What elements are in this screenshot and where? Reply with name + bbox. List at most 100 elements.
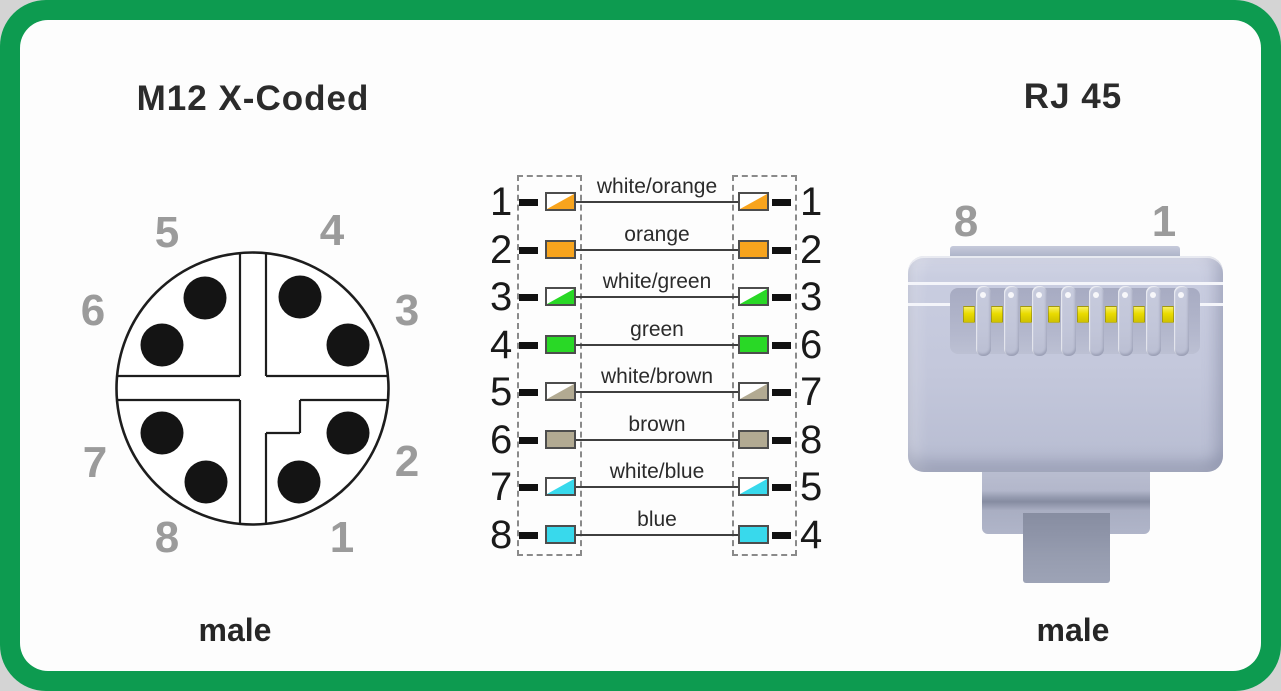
wire-color-box-right [738,287,769,306]
rj45-slot-divider [1145,286,1161,356]
wire-color-box-right [738,382,769,401]
rj45-gold-contact [991,306,1004,323]
wire-line [576,391,738,393]
rj45-contact-slot-area [950,286,1200,356]
m12-title: M12 X-Coded [136,79,370,118]
wire-color-box-left [545,477,576,496]
rj45-gold-contact [1019,306,1032,323]
wire-color-box-right [738,239,769,259]
wire-lead-right [772,484,791,491]
rj45-slot-divider [1117,286,1133,356]
m12-pin-label-8: 8 [154,513,180,562]
wire-line [576,296,738,298]
rj45-pin-label-8: 8 [953,197,979,246]
m12-connector-face [115,251,390,526]
wire-lead-right [772,389,791,396]
wire-color-box-right [738,477,769,496]
rj45-gold-contact [1076,306,1089,323]
m12-pin-label-4: 4 [319,206,345,255]
rj45-pin-number: 8 [800,417,823,462]
m12-pin-number: 8 [490,512,513,557]
wire-row: 6 brown 8 [490,413,830,462]
m12-pin-number: 6 [490,417,513,462]
rj45-pin-number: 5 [800,465,823,509]
wire-lead-left [519,389,538,396]
wire-color-box-left [545,382,576,401]
m12-pins [140,275,370,504]
wire-lead-right [772,294,791,301]
m12-pin-number: 5 [490,370,513,414]
m12-pin-number: 3 [490,275,513,319]
wire-line [576,201,738,203]
wire-name: green [630,317,684,341]
wire-color-box-right [738,429,769,449]
wire-lead-left [519,436,538,444]
wire-lead-right [772,341,791,349]
m12-pin-dot [326,411,370,455]
m12-pin-dot [183,276,227,320]
wire-line [576,486,738,488]
wire-color-box-left [545,524,576,544]
rj45-slot-divider [975,286,991,356]
wire-name: orange [624,222,690,246]
wire-line [576,343,738,346]
m12-pin-label-2: 2 [394,437,420,486]
wire-color-stripe [740,479,767,494]
wire-lead-right [772,199,791,206]
m12-pin-number: 4 [490,322,513,367]
wire-color-box-left [545,429,576,449]
wire-lead-left [519,531,538,539]
wire-lead-left [519,484,538,491]
rj45-slot-divider [1032,286,1048,356]
rj45-cable-stem [1023,513,1110,583]
wire-name: white/orange [596,175,718,198]
wire-lead-left [519,199,538,206]
wire-color-box-left [545,239,576,259]
rj45-plug-body [908,256,1223,472]
m12-shell-circle [115,251,390,526]
m12-pin-dot [326,323,370,367]
m12-pin-label-7: 7 [82,438,108,487]
wire-line [576,533,738,536]
wire-color-stripe [740,194,767,209]
wire-lead-right [772,531,791,539]
m12-pin-dot [140,323,184,367]
m12-pin-dot [184,460,228,504]
wire-lead-left [519,246,538,254]
m12-x-coding-cross [116,252,389,525]
wire-name: white/brown [600,365,714,388]
rj45-gold-contact [963,306,975,323]
wire-color-box-right [738,334,769,354]
m12-gender-label: male [198,612,272,648]
m12-pin-dot [277,460,321,504]
rj45-highlight-line [908,282,1223,285]
wire-color-box-left [545,287,576,306]
rj45-pin-label-1: 1 [1151,197,1177,246]
wire-color-stripe [740,289,767,304]
rj45-slot-divider [1089,286,1105,356]
wire-line [576,248,738,251]
m12-pin-dot [140,411,184,455]
rj45-gold-contact [1133,306,1146,323]
m12-pin-label-3: 3 [394,286,420,335]
wire-color-box-left [545,334,576,354]
wire-lead-right [772,246,791,254]
wire-lead-left [519,341,538,349]
rj45-slot-divider [1174,286,1190,356]
m12-pin-dot [278,275,322,319]
rj45-gold-contact [1161,306,1174,323]
rj45-gender-label: male [1036,612,1110,648]
wire-name: white/blue [609,460,705,483]
rj45-gold-contact [1105,306,1117,323]
wire-color-box-left [545,192,576,211]
m12-pin-number: 2 [490,227,513,272]
wire-color-box-right [738,192,769,211]
wire-name: brown [628,412,686,436]
rj45-pin-number: 2 [800,227,823,272]
m12-pin-label-5: 5 [154,208,180,257]
